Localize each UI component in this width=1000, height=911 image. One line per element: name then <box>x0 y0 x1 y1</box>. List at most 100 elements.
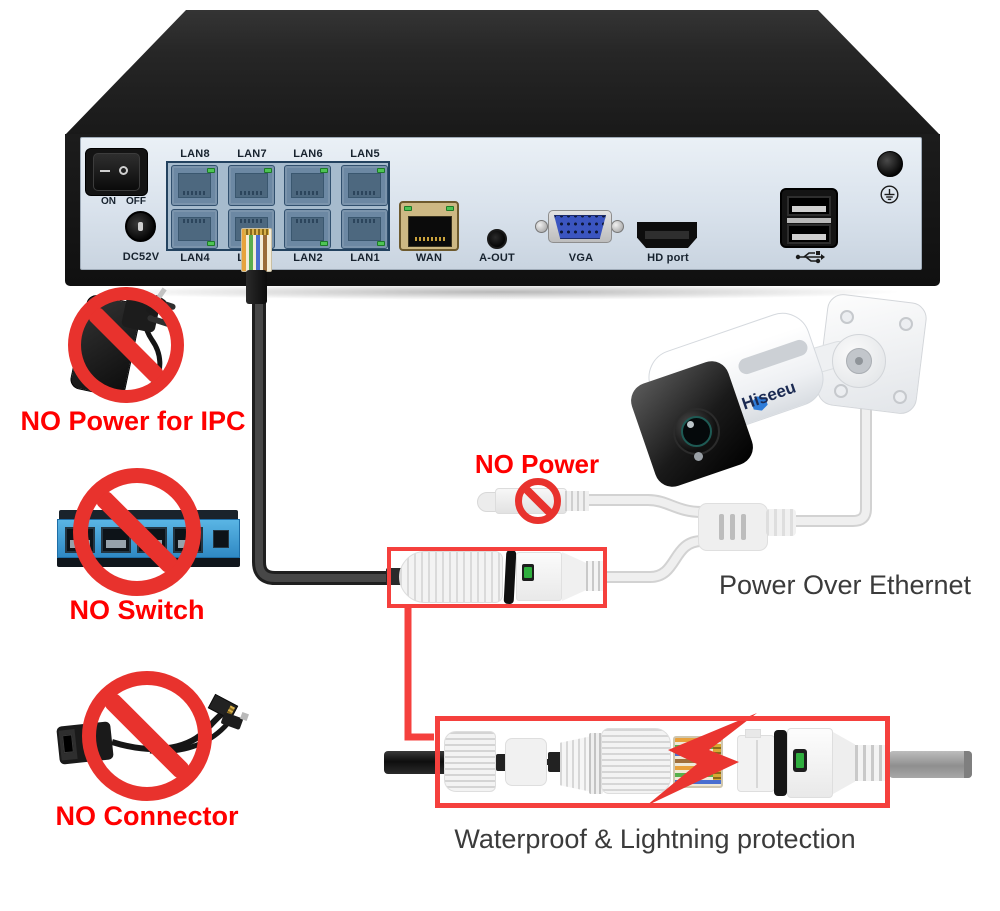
waterproof-barrel <box>399 551 503 603</box>
label-hd-port: HD port <box>647 252 689 264</box>
waterproof-led-window <box>522 564 534 581</box>
assembly-strain-ribs <box>855 745 889 781</box>
assembly-end-cap <box>444 731 496 792</box>
hdmi-slot <box>645 231 689 239</box>
label-wan: WAN <box>415 252 443 264</box>
label-lan5: LAN5 <box>350 148 380 160</box>
label-on: ON <box>101 196 116 207</box>
label-aout: A-OUT <box>479 252 515 264</box>
usb-tongue <box>792 206 826 212</box>
no-switch-label: NO Switch <box>69 595 205 625</box>
dc-pigtail-ribs <box>565 491 589 511</box>
nvr-top-lid <box>65 10 940 135</box>
port-led <box>207 168 215 173</box>
rj45-plug-in-lan3[interactable] <box>241 228 272 272</box>
assembly-taper <box>833 732 855 794</box>
coupler-hole <box>62 734 74 754</box>
assembly-led <box>796 753 804 768</box>
label-vga: VGA <box>568 252 594 264</box>
vga-insert <box>554 215 606 239</box>
port-pins <box>296 191 319 195</box>
label-dc52v: DC52V <box>122 251 160 263</box>
lan-port-6[interactable] <box>284 165 331 206</box>
dc-jack-pin <box>138 222 143 231</box>
lan-port-2[interactable] <box>284 209 331 249</box>
no-power-prohibition-sign <box>515 478 561 524</box>
poe-caption: Power Over Ethernet <box>718 570 972 600</box>
ethernet-cable-outline <box>252 300 392 585</box>
assembly-led-window <box>793 749 807 772</box>
prohibition-bar <box>521 484 555 518</box>
vga-port[interactable] <box>548 210 612 243</box>
junction-slot <box>730 514 735 540</box>
lan-port-8[interactable] <box>171 165 218 206</box>
lan-port-5[interactable] <box>341 165 388 206</box>
assembly-gland-barrel <box>601 728 671 794</box>
label-lan8: LAN8 <box>180 148 210 160</box>
assembly-rubber-gasket <box>505 738 547 786</box>
lan-port-7[interactable] <box>228 165 275 206</box>
usb-slot-bottom <box>787 224 831 244</box>
lan-port-1[interactable] <box>341 209 388 249</box>
usb-tongue <box>792 234 826 240</box>
label-lan6: LAN6 <box>293 148 323 160</box>
assembly-cable-right-end <box>964 751 972 778</box>
assembly-black-ring <box>774 730 787 796</box>
hdmi-port[interactable] <box>637 222 697 248</box>
mount-screw-hole <box>840 310 854 324</box>
rj45-plug-boot <box>246 270 267 304</box>
vga-screw-left <box>535 220 548 233</box>
power-rocker-switch[interactable] <box>93 153 140 191</box>
junction-ribbed-nub <box>766 509 796 536</box>
port-pins <box>240 191 263 195</box>
callout-line <box>404 606 434 741</box>
usb-slot-top <box>787 196 831 216</box>
waterproof-highlight-box <box>435 716 890 808</box>
wan-opening <box>408 216 452 247</box>
dc-pigtail-tip <box>477 492 497 512</box>
usb-icon <box>795 251 825 264</box>
port-led <box>377 241 385 246</box>
audio-out-jack[interactable] <box>487 229 507 249</box>
usb-port-block[interactable] <box>780 188 838 248</box>
label-lan2: LAN2 <box>293 252 323 264</box>
socket-notch <box>745 729 761 738</box>
mount-screw-hole <box>899 317 913 331</box>
port-pins <box>183 191 206 195</box>
port-pins <box>296 219 319 223</box>
usb-divider <box>787 218 831 223</box>
prohibition-bar <box>103 692 191 780</box>
lan-port-4[interactable] <box>171 209 218 249</box>
waterproof-caption: Waterproof & Lightning protection <box>454 824 856 854</box>
waterproof-led <box>524 567 532 578</box>
mount-screw-hole <box>893 390 907 404</box>
port-pins <box>353 219 376 223</box>
port-pins <box>240 219 263 223</box>
port-led <box>320 241 328 246</box>
wan-port[interactable] <box>399 201 459 251</box>
camera-lens-glint <box>687 421 694 428</box>
port-pins <box>183 219 206 223</box>
no-connector-label: NO Connector <box>55 801 239 831</box>
mount-joint-pin <box>855 357 863 365</box>
label-lan7: LAN7 <box>237 148 267 160</box>
junction-slot <box>719 514 724 540</box>
nvr-shadow <box>95 284 905 300</box>
label-lan1: LAN1 <box>350 252 380 264</box>
socket-seam <box>756 740 758 788</box>
ground-icon <box>880 185 899 204</box>
assembly-split-fingers <box>560 736 592 792</box>
camera-ir-dot <box>694 452 703 461</box>
connector-highlight-box <box>387 547 607 608</box>
wan-pins <box>415 237 445 241</box>
camera-lens-ring <box>681 416 712 447</box>
switch-uplink-port <box>213 530 229 548</box>
mount-screw-hole <box>834 384 848 398</box>
no-power-ipc-label: NO Power for IPC <box>20 406 246 436</box>
label-off: OFF <box>126 196 146 207</box>
assembly-cable-right <box>889 751 972 778</box>
no-switch-prohibition-sign <box>73 468 201 596</box>
lightning-bolt-icon <box>646 713 757 806</box>
waterproof-strain-ribs <box>586 561 606 591</box>
junction-slot <box>741 514 746 540</box>
